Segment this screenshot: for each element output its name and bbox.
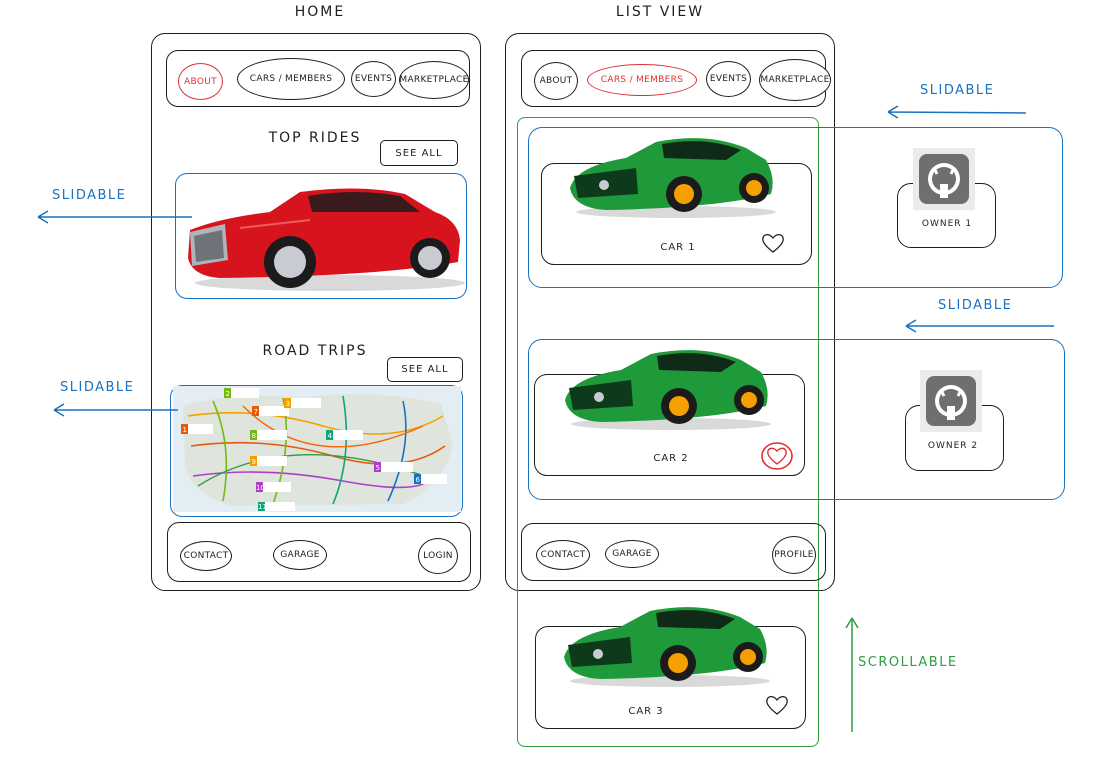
car-1-label: CAR 1 bbox=[660, 242, 696, 253]
list-phone-frame bbox=[505, 33, 835, 591]
map-label-9: 9 bbox=[252, 458, 256, 466]
list-view-screen-title: LIST VIEW bbox=[615, 4, 705, 20]
car-1-image bbox=[570, 138, 776, 218]
map-label-6: 6 bbox=[416, 476, 421, 484]
map-label-8: 8 bbox=[252, 432, 256, 440]
list-footer-bar bbox=[521, 523, 826, 581]
map-label-11: 11 bbox=[258, 503, 267, 511]
scrollable-car-list[interactable] bbox=[517, 117, 819, 747]
map-label-1: 1 bbox=[183, 426, 187, 434]
map-label-2: 2 bbox=[226, 390, 230, 398]
home-footer-login[interactable]: LOGIN bbox=[418, 538, 458, 574]
slidable-label-road-trips: SLIDABLE bbox=[60, 380, 135, 395]
slidable-label-top-rides: SLIDABLE bbox=[52, 188, 127, 203]
road-trip-map-image: 1 2 3 4 5 6 7 8 9 10 11 bbox=[173, 386, 461, 512]
owner-1-label: OWNER 1 bbox=[921, 219, 973, 229]
home-footer-contact[interactable]: CONTACT bbox=[180, 541, 232, 571]
home-nav-bar bbox=[166, 50, 470, 107]
list-nav-about[interactable]: ABOUT bbox=[534, 62, 578, 100]
map-label-3: 3 bbox=[286, 400, 290, 408]
road-trips-slider[interactable] bbox=[170, 385, 463, 517]
home-nav-events[interactable]: EVENTS bbox=[351, 61, 396, 97]
list-nav-marketplace[interactable]: MARKETPLACE bbox=[759, 59, 831, 101]
scrollable-label: SCROLLABLE bbox=[858, 655, 958, 670]
left-arrow-icon bbox=[37, 210, 192, 224]
list-nav-events[interactable]: EVENTS bbox=[706, 61, 751, 97]
home-footer-bar bbox=[167, 522, 471, 582]
car-3-heart-icon[interactable] bbox=[764, 693, 790, 717]
car-3-label: CAR 3 bbox=[628, 706, 664, 717]
up-arrow-icon bbox=[845, 617, 859, 732]
car-2-slider[interactable] bbox=[528, 339, 1065, 500]
map-label-7: 7 bbox=[254, 408, 258, 416]
left-arrow-icon bbox=[887, 105, 1027, 119]
home-nav-cars-members[interactable]: CARS / MEMBERS bbox=[237, 58, 345, 100]
car-1-heart-icon[interactable] bbox=[760, 231, 786, 255]
owner-2-github-icon bbox=[920, 370, 982, 432]
left-arrow-icon bbox=[53, 403, 178, 417]
home-footer-garage[interactable]: GARAGE bbox=[273, 540, 327, 570]
red-car-image bbox=[188, 188, 465, 291]
home-screen-title: HOME bbox=[294, 4, 346, 20]
car-2-label: CAR 2 bbox=[653, 453, 689, 464]
car-2-image bbox=[565, 350, 771, 430]
list-footer-contact[interactable]: CONTACT bbox=[536, 540, 590, 570]
list-footer-garage[interactable]: GARAGE bbox=[605, 540, 659, 568]
map-label-10: 10 bbox=[256, 484, 265, 492]
road-trips-heading: ROAD TRIPS bbox=[262, 343, 368, 359]
car-1-slider[interactable] bbox=[528, 127, 1063, 288]
owner-1-github-icon bbox=[913, 148, 975, 210]
home-phone-frame bbox=[151, 33, 481, 591]
see-all-road-trips-button[interactable]: SEE ALL bbox=[387, 357, 463, 382]
home-nav-marketplace[interactable]: MARKETPLACE bbox=[399, 61, 469, 99]
car-3-image bbox=[564, 607, 770, 687]
slidable-label-car-1: SLIDABLE bbox=[920, 83, 995, 98]
car-2-heart-icon[interactable] bbox=[760, 441, 794, 471]
left-arrow-icon bbox=[905, 319, 1054, 333]
list-nav-cars-members[interactable]: CARS / MEMBERS bbox=[587, 64, 697, 96]
top-rides-slider[interactable] bbox=[175, 173, 467, 299]
list-footer-profile[interactable]: PROFILE bbox=[772, 536, 816, 574]
slidable-label-car-2: SLIDABLE bbox=[938, 298, 1013, 313]
see-all-top-rides-button[interactable]: SEE ALL bbox=[380, 140, 458, 166]
owner-2-label: OWNER 2 bbox=[927, 441, 979, 451]
map-label-5: 5 bbox=[376, 464, 380, 472]
map-label-4: 4 bbox=[328, 432, 333, 440]
home-nav-about[interactable]: ABOUT bbox=[178, 63, 223, 100]
top-rides-heading: TOP RIDES bbox=[268, 130, 362, 146]
